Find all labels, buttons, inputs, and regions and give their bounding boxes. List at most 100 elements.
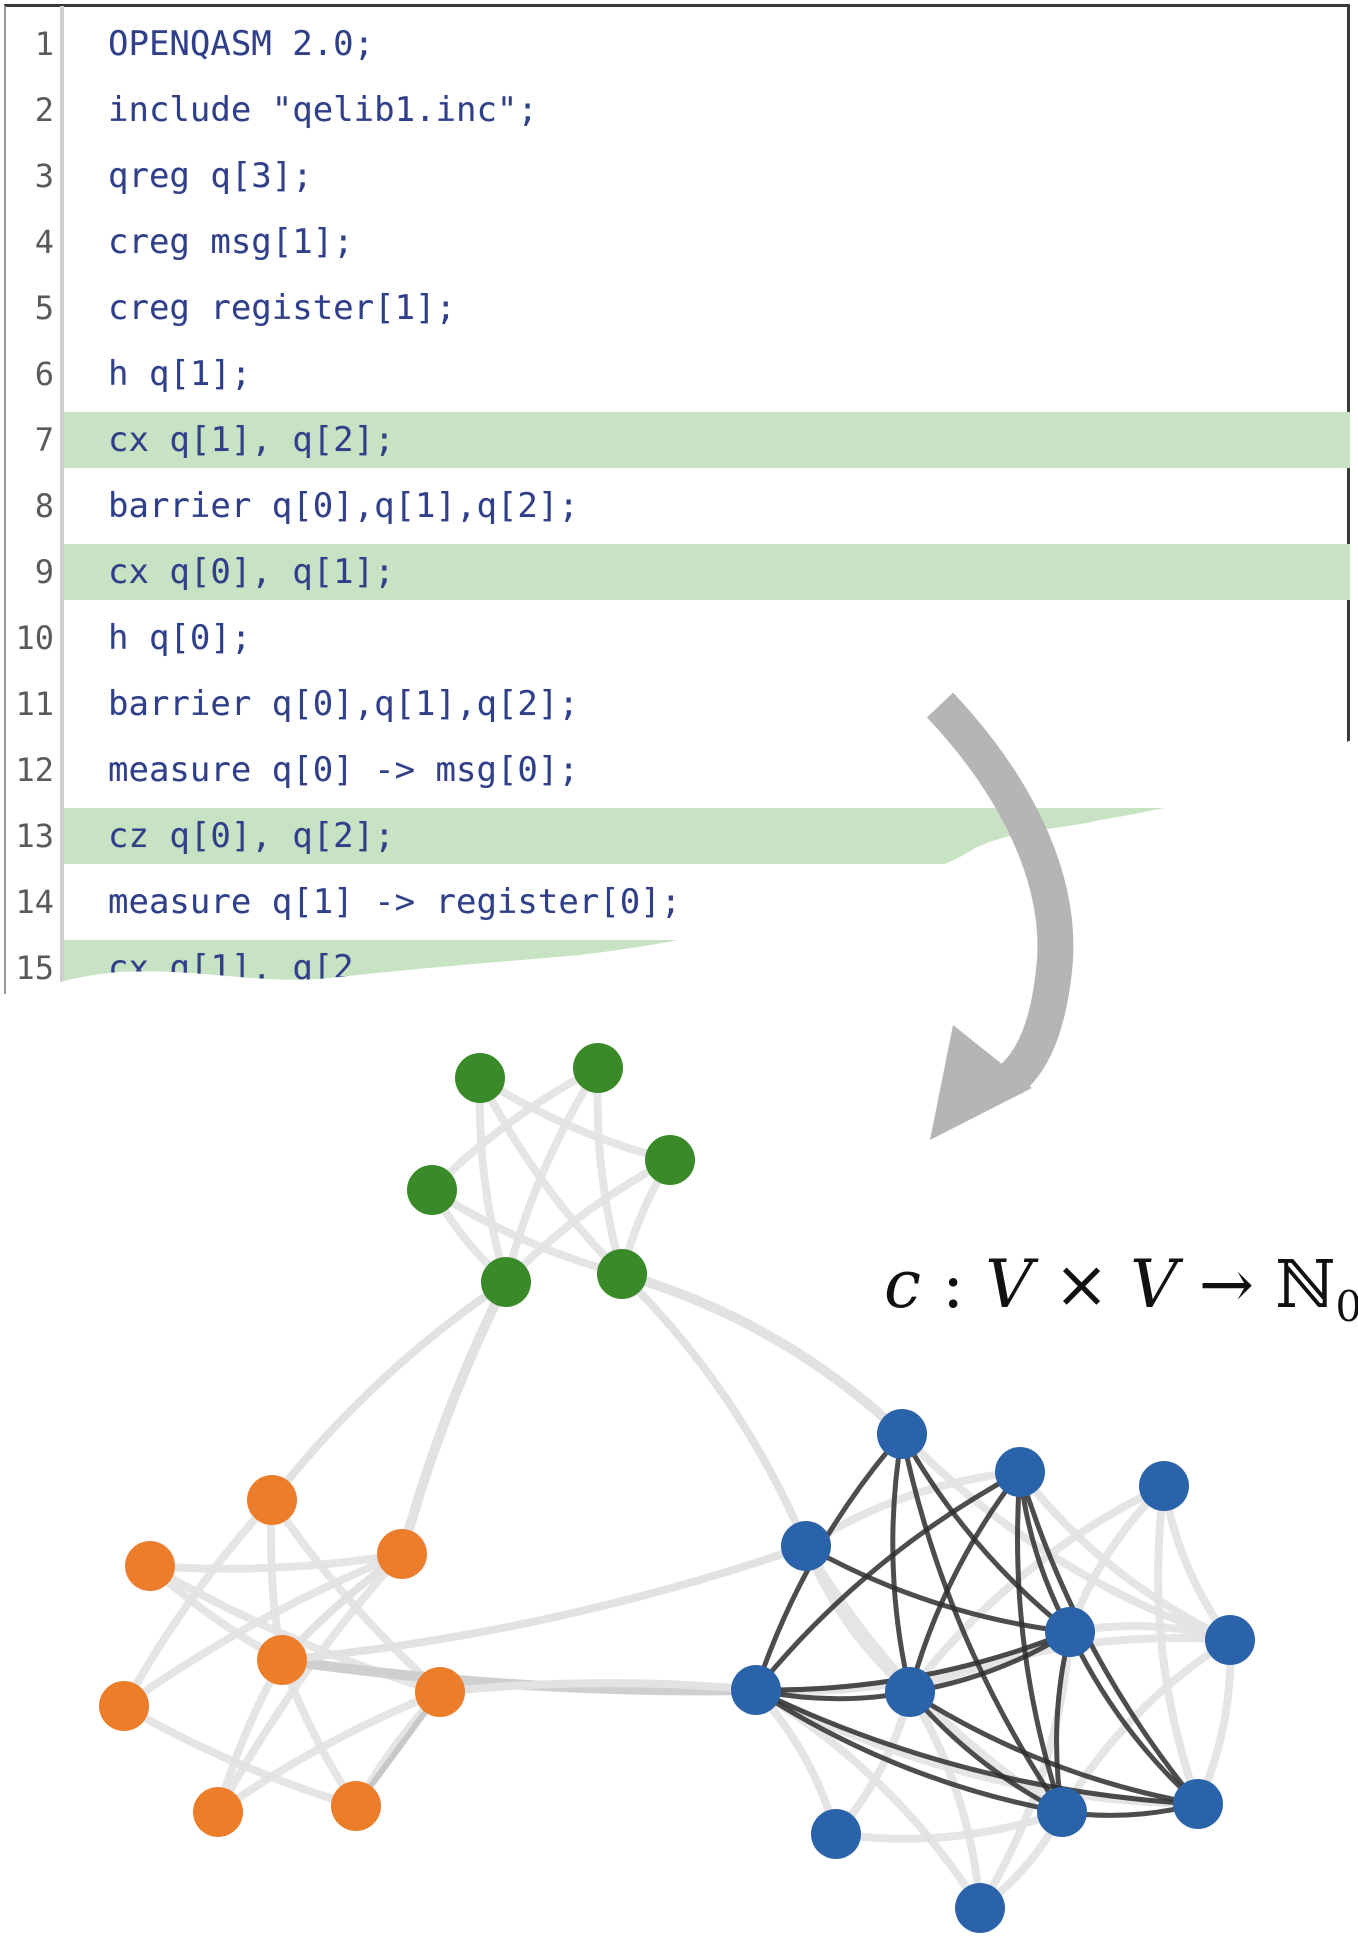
line-number: 3 [34, 157, 54, 195]
graph-node [885, 1667, 935, 1717]
light-edge [976, 1628, 1074, 1912]
light-edge [476, 1074, 674, 1164]
light-edge [214, 1550, 406, 1816]
line-number: 11 [15, 685, 54, 723]
line-code: h q[1]; [108, 354, 252, 394]
graph-node [597, 1249, 647, 1299]
line-number: 8 [34, 487, 54, 525]
line-number: 15 [15, 949, 54, 987]
graph-node [193, 1787, 243, 1837]
light-edge [906, 1482, 1168, 1696]
line-number: 6 [34, 355, 54, 393]
bridge-edge [618, 1270, 810, 1550]
bridge-edge [617, 1269, 907, 1439]
curved-arrow-shaft [926, 692, 1074, 1095]
line-code: barrier q[0],q[1],q[2]; [108, 684, 579, 724]
dark-edge [907, 1689, 1201, 1807]
line-number: 13 [15, 817, 54, 855]
graph-node [1139, 1461, 1189, 1511]
light-edge [214, 1688, 444, 1816]
line-number: 2 [34, 91, 54, 129]
formula-lhs: c [884, 1246, 921, 1323]
dark-edge [753, 1469, 1023, 1693]
bridge-edge [436, 1679, 760, 1696]
light-edge [502, 1064, 602, 1286]
formula-colon: : [941, 1246, 965, 1323]
formula-set-1: V [985, 1246, 1033, 1323]
line-number: 10 [15, 619, 54, 657]
editor-frame [4, 4, 1350, 994]
graph-node [1037, 1787, 1087, 1837]
light-edge [898, 1430, 1234, 1644]
dark-edge [803, 1543, 1073, 1635]
graph-node [481, 1257, 531, 1307]
graph-node [377, 1529, 427, 1579]
light-edge [502, 1156, 674, 1286]
code-line: 12 measure q[0] -> msg[0]; [0, 737, 1352, 803]
light-edge [906, 1688, 984, 1912]
graph-node [1173, 1779, 1223, 1829]
dark-edge [753, 1687, 1201, 1807]
graph-node [1205, 1615, 1255, 1665]
light-edge [268, 1496, 444, 1696]
code-line: 1 OPENQASM 2.0; [0, 11, 1352, 77]
line-code: cx q[0], q[1]; [108, 552, 395, 592]
line-code: cz q[0], q[2]; [108, 816, 395, 856]
graph-node [731, 1665, 781, 1715]
graph-node [331, 1781, 381, 1831]
line-number: 1 [34, 25, 54, 63]
dark-edge [753, 1687, 1065, 1815]
code-line: 11 barrier q[0],q[1],q[2]; [0, 671, 1352, 737]
code-line: 10 h q[0]; [0, 605, 1352, 671]
dark-edge [907, 1469, 1023, 1695]
dark-edge [890, 1431, 913, 1695]
graph-node [415, 1667, 465, 1717]
line-code: qreg q[3]; [108, 156, 313, 196]
line-highlight [64, 544, 1350, 600]
light-edge [120, 1702, 360, 1810]
line-code: creg register[1]; [108, 288, 456, 328]
line-code: h q[0]; [108, 618, 252, 658]
line-number: 12 [15, 751, 54, 789]
bridge-edge [278, 1542, 810, 1664]
light-edge [1154, 1482, 1202, 1808]
dark-edge [1067, 1629, 1201, 1807]
graph-node [877, 1409, 927, 1459]
line-number: 9 [34, 553, 54, 591]
dark-edge [899, 1431, 1073, 1635]
light-edge [428, 1186, 626, 1278]
line-code: OPENQASM 2.0; [108, 24, 375, 64]
code-line: 6 h q[1]; [0, 341, 1352, 407]
line-code: cx q[1], q[2]; [108, 420, 395, 460]
light-edge [1194, 1636, 1235, 1808]
graph-node [99, 1681, 149, 1731]
graph-node [407, 1165, 457, 1215]
line-number: 14 [15, 883, 54, 921]
dark-edge [1017, 1469, 1201, 1807]
graph-node [247, 1475, 297, 1525]
line-code: measure q[0] -> msg[0]; [108, 750, 579, 790]
curved-arrow-head [930, 1025, 1032, 1140]
code-line: 5 creg register[1]; [0, 275, 1352, 341]
light-edge [475, 1074, 510, 1286]
graph-node [1045, 1607, 1095, 1657]
formula-times: × [1053, 1246, 1110, 1323]
line-number: 4 [34, 223, 54, 261]
graph-node [645, 1135, 695, 1185]
line-number: 5 [34, 289, 54, 327]
light-edge [428, 1064, 602, 1194]
code-line: 9 cx q[0], q[1]; [0, 539, 1352, 605]
light-edge [120, 1550, 406, 1710]
light-edge [832, 1808, 1066, 1843]
graph-node [257, 1635, 307, 1685]
torn-edge-right [1300, 780, 1358, 1000]
line-number: 7 [34, 421, 54, 459]
gutter-divider [60, 6, 64, 996]
curved-arrow [926, 692, 1074, 1140]
line-code: creg msg[1]; [108, 222, 354, 262]
nodes [99, 1043, 1255, 1933]
